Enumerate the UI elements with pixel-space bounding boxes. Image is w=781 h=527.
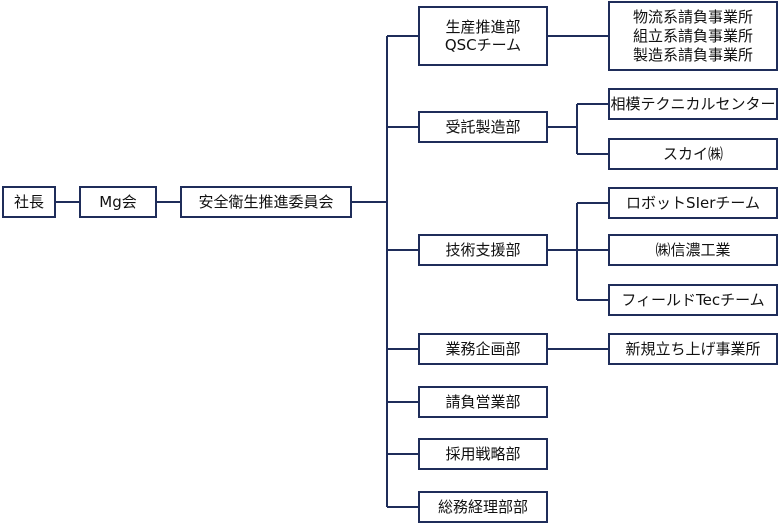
node-ukeoi-label: 請負営業部 — [445, 393, 521, 411]
node-seisan: 生産推進部 QSCチーム — [418, 6, 548, 66]
node-kikaku: 業務企画部 — [418, 333, 548, 365]
node-somu-label: 総務経理部部 — [437, 498, 528, 516]
node-mg-label: Mg会 — [99, 193, 137, 211]
node-shacho-label: 社長 — [13, 193, 44, 211]
node-jutaku: 受託製造部 — [418, 111, 548, 143]
node-shinki-label: 新規立ち上げ事業所 — [625, 340, 761, 358]
node-jigyosho: 物流系請負事業所 組立系請負事業所 製造系請負事業所 — [608, 1, 778, 71]
node-somu: 総務経理部部 — [418, 491, 548, 523]
node-skai: スカイ㈱ — [608, 138, 778, 170]
node-jigyosho-label: 物流系請負事業所 組立系請負事業所 製造系請負事業所 — [632, 7, 753, 64]
node-jutaku-label: 受託製造部 — [445, 118, 521, 136]
node-kikaku-label: 業務企画部 — [445, 340, 521, 358]
node-robot-label: ロボットSIerチーム — [626, 194, 760, 212]
node-ukeoi: 請負営業部 — [418, 386, 548, 418]
node-shacho: 社長 — [2, 186, 56, 218]
node-robot: ロボットSIerチーム — [608, 187, 778, 219]
node-gijutsu-label: 技術支援部 — [445, 241, 521, 259]
node-committee-label: 安全衛生推進委員会 — [198, 193, 334, 211]
node-saiyo: 採用戦略部 — [418, 438, 548, 470]
node-skai-label: スカイ㈱ — [662, 145, 723, 163]
node-mg: Mg会 — [79, 186, 157, 218]
node-shinano-label: ㈱信濃工業 — [655, 241, 731, 259]
node-field-label: フィールドTecチーム — [621, 291, 765, 309]
node-committee: 安全衛生推進委員会 — [180, 186, 352, 218]
node-field: フィールドTecチーム — [608, 284, 778, 316]
node-shinano: ㈱信濃工業 — [608, 234, 778, 266]
node-sagami-label: 相模テクニカルセンター — [610, 95, 776, 113]
node-saiyo-label: 採用戦略部 — [445, 445, 521, 463]
node-gijutsu: 技術支援部 — [418, 234, 548, 266]
node-shinki: 新規立ち上げ事業所 — [608, 333, 778, 365]
node-seisan-label: 生産推進部 QSCチーム — [444, 18, 522, 54]
node-sagami: 相模テクニカルセンター — [608, 88, 778, 120]
